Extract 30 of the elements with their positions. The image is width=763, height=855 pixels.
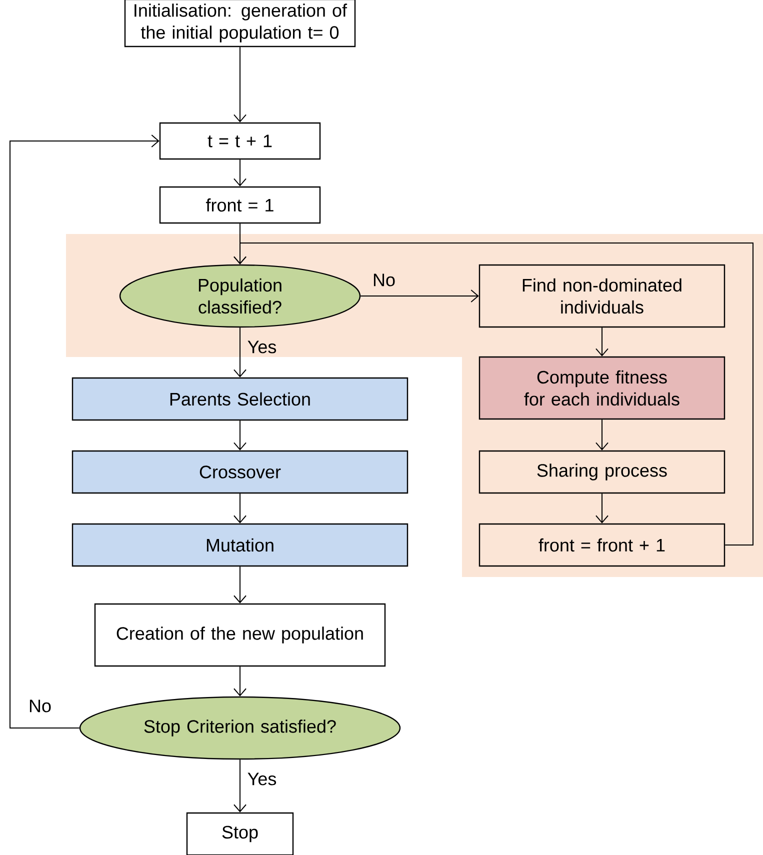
arrow <box>10 134 160 728</box>
process-box: Mutation <box>72 523 408 567</box>
arrow <box>234 159 246 186</box>
edge-label: Yes <box>248 772 276 786</box>
arrow <box>596 493 608 524</box>
arrow <box>360 290 479 302</box>
process-box: Crossover <box>72 450 408 494</box>
process-box: Compute fitness for each individuals <box>478 356 726 420</box>
process-box: Sharing process <box>478 450 726 494</box>
process-box: front = front + 1 <box>478 523 726 567</box>
arrow <box>234 566 246 604</box>
process-box: Find non-dominated individuals <box>478 264 726 328</box>
arrow <box>234 327 246 378</box>
process-box: Creation of the new population <box>94 603 386 667</box>
edge-label: No <box>30 700 51 712</box>
arrow <box>234 46 246 122</box>
edge-label: Yes <box>248 340 276 354</box>
arrow <box>234 759 246 812</box>
arrow <box>596 327 608 356</box>
arrow <box>234 666 246 696</box>
process-box: Parents Selection <box>72 377 408 421</box>
arrow <box>234 493 246 524</box>
arrow <box>234 242 754 546</box>
process-box: front = 1 <box>159 186 321 224</box>
process-box: Initialisation: generation of the initial population t= 0 <box>124 0 356 48</box>
arrow <box>234 420 246 450</box>
process-box: Stop <box>186 812 294 855</box>
process-box: t = t + 1 <box>159 122 321 160</box>
edge-label: No <box>374 274 395 286</box>
arrow <box>596 419 608 450</box>
